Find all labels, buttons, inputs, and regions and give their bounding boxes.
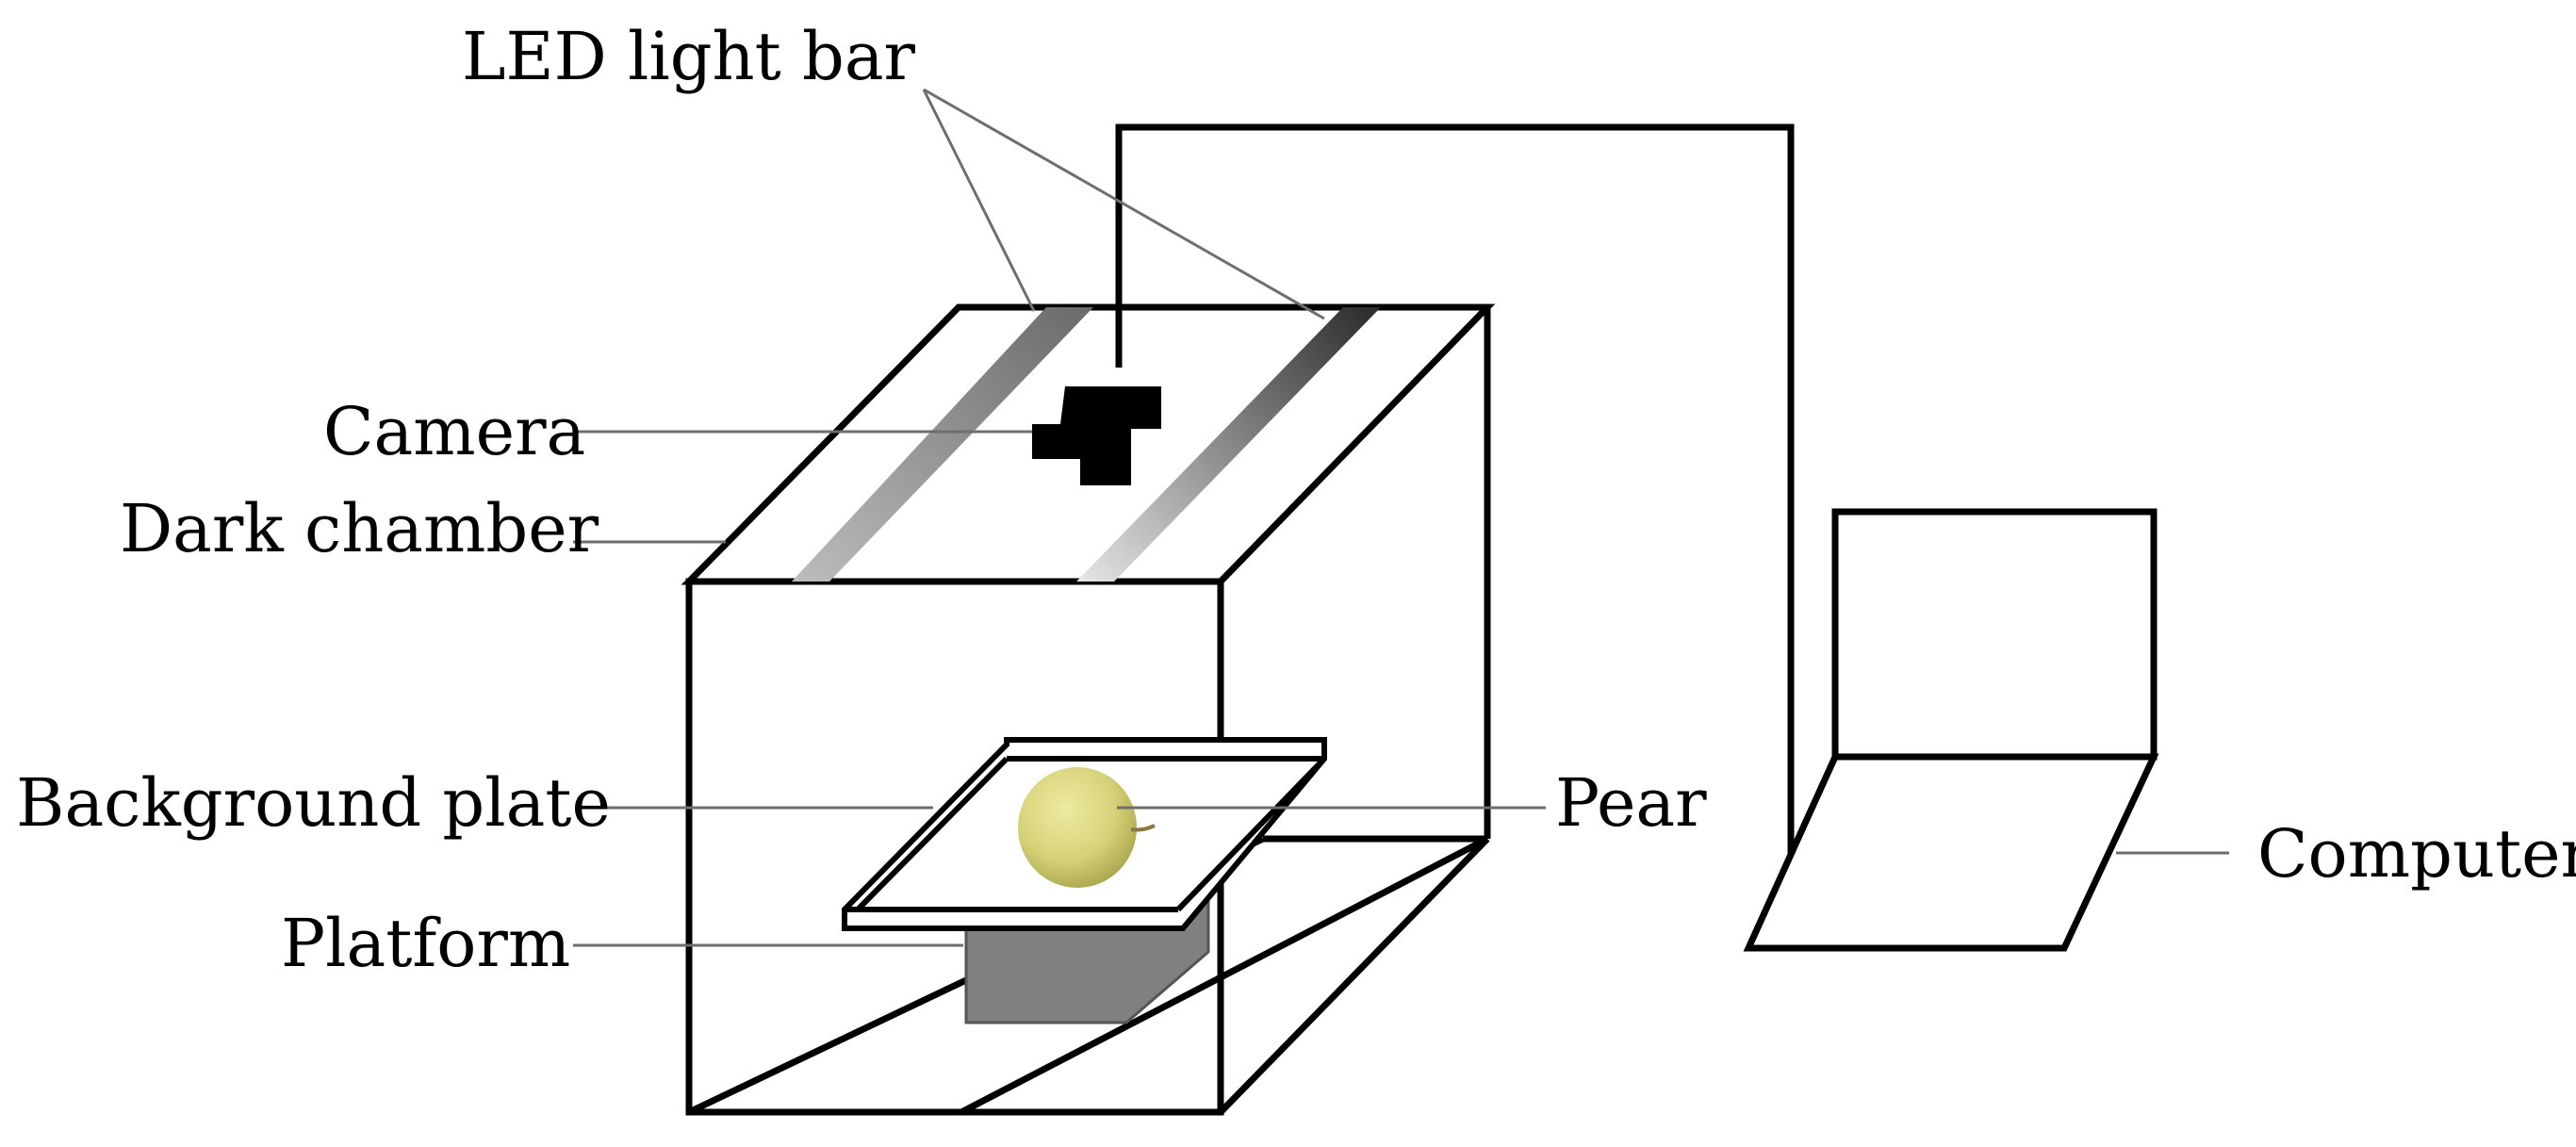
chamber-back-bottom-edge [960, 835, 1489, 1116]
pear-icon [1018, 767, 1156, 888]
label-platform: Platform [281, 905, 570, 982]
camera-cable [1115, 123, 1795, 853]
label-background-plate: Background plate [16, 764, 611, 842]
chamber-right-bottom-edge [1218, 836, 1490, 1115]
led-light-bar-right [1076, 307, 1381, 582]
leader-lines [573, 88, 2229, 947]
label-pear: Pear [1555, 764, 1707, 842]
label-dark-chamber: Dark chamber [120, 490, 599, 567]
label-computer: Computer [2257, 815, 2576, 893]
camera-icon [1032, 386, 1161, 485]
led-light-bar-left [792, 307, 1093, 582]
laptop-base [1743, 753, 2159, 952]
label-led-light-bar: LED light bar [462, 18, 916, 95]
labels: LED light bar Camera Dark chamber Backgr… [16, 18, 2576, 982]
led-light-bars [792, 307, 1381, 582]
label-camera: Camera [323, 393, 585, 470]
laptop-icon [1743, 508, 2159, 952]
leader-led-left [922, 89, 1036, 312]
leader-led-right [923, 88, 1325, 320]
laptop-screen [1831, 508, 2158, 761]
